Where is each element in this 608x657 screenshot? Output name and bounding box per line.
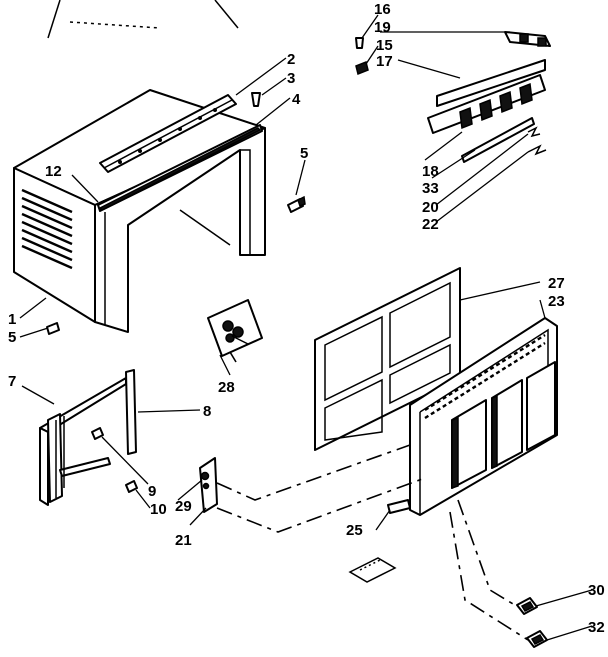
label-part-9: 9 <box>148 483 156 500</box>
top-seal-strip <box>97 124 263 212</box>
label-part-16: 16 <box>374 1 391 18</box>
label-part-5-upper: 5 <box>300 145 308 162</box>
label-part-10: 10 <box>150 501 167 518</box>
knob-32 <box>526 630 548 648</box>
scan-artifact <box>47 0 239 39</box>
label-part-22: 22 <box>422 216 439 233</box>
louver-rod-18 <box>461 117 535 163</box>
label-part-7: 7 <box>8 373 16 390</box>
clip-15 <box>355 60 369 76</box>
label-part-23: 23 <box>548 293 565 310</box>
spring-clip-22 <box>527 144 547 156</box>
control-bracket <box>207 299 263 357</box>
label-part-25: 25 <box>346 522 363 539</box>
label-part-15: 15 <box>376 37 393 54</box>
leader-lines <box>19 14 593 641</box>
front-grille-panel <box>409 317 558 516</box>
screw-5-upper <box>287 195 306 213</box>
screw-5-lower <box>46 322 60 335</box>
screw-9 <box>91 427 104 440</box>
louver-assembly <box>427 31 551 134</box>
label-part-21: 21 <box>175 532 192 549</box>
part-labels: 2 3 4 5 12 1 5 7 8 9 10 29 21 28 16 19 1… <box>8 1 605 636</box>
spring-clip-20 <box>527 126 541 138</box>
label-part-12: 12 <box>45 163 62 180</box>
label-part-32: 32 <box>588 619 605 636</box>
label-part-29: 29 <box>175 498 192 515</box>
label-part-30: 30 <box>588 582 605 599</box>
label-part-4: 4 <box>292 91 301 108</box>
label-part-19: 19 <box>374 19 391 36</box>
label-part-33: 33 <box>422 180 439 197</box>
side-strip-8 <box>125 369 137 455</box>
label-part-3: 3 <box>287 70 295 87</box>
label-part-5-lower: 5 <box>8 329 16 346</box>
cabinet-side-grill <box>21 188 73 270</box>
top-rail <box>99 94 237 173</box>
loose-piece <box>348 557 397 583</box>
label-part-8: 8 <box>203 403 211 420</box>
screw-16 <box>355 37 364 49</box>
mounting-bracket-21 <box>199 457 218 513</box>
label-part-1: 1 <box>8 311 16 328</box>
assembly-lines <box>216 351 529 641</box>
label-part-20: 20 <box>422 199 439 216</box>
label-part-28: 28 <box>218 379 235 396</box>
knob-30 <box>516 597 538 615</box>
label-part-2: 2 <box>287 51 295 68</box>
screw-10 <box>125 480 138 493</box>
side-curtain-frame <box>39 377 127 506</box>
panel-foot-25 <box>387 499 411 514</box>
screw-3 <box>251 92 261 107</box>
label-part-17: 17 <box>376 53 393 70</box>
label-part-18: 18 <box>422 163 439 180</box>
label-part-27: 27 <box>548 275 565 292</box>
